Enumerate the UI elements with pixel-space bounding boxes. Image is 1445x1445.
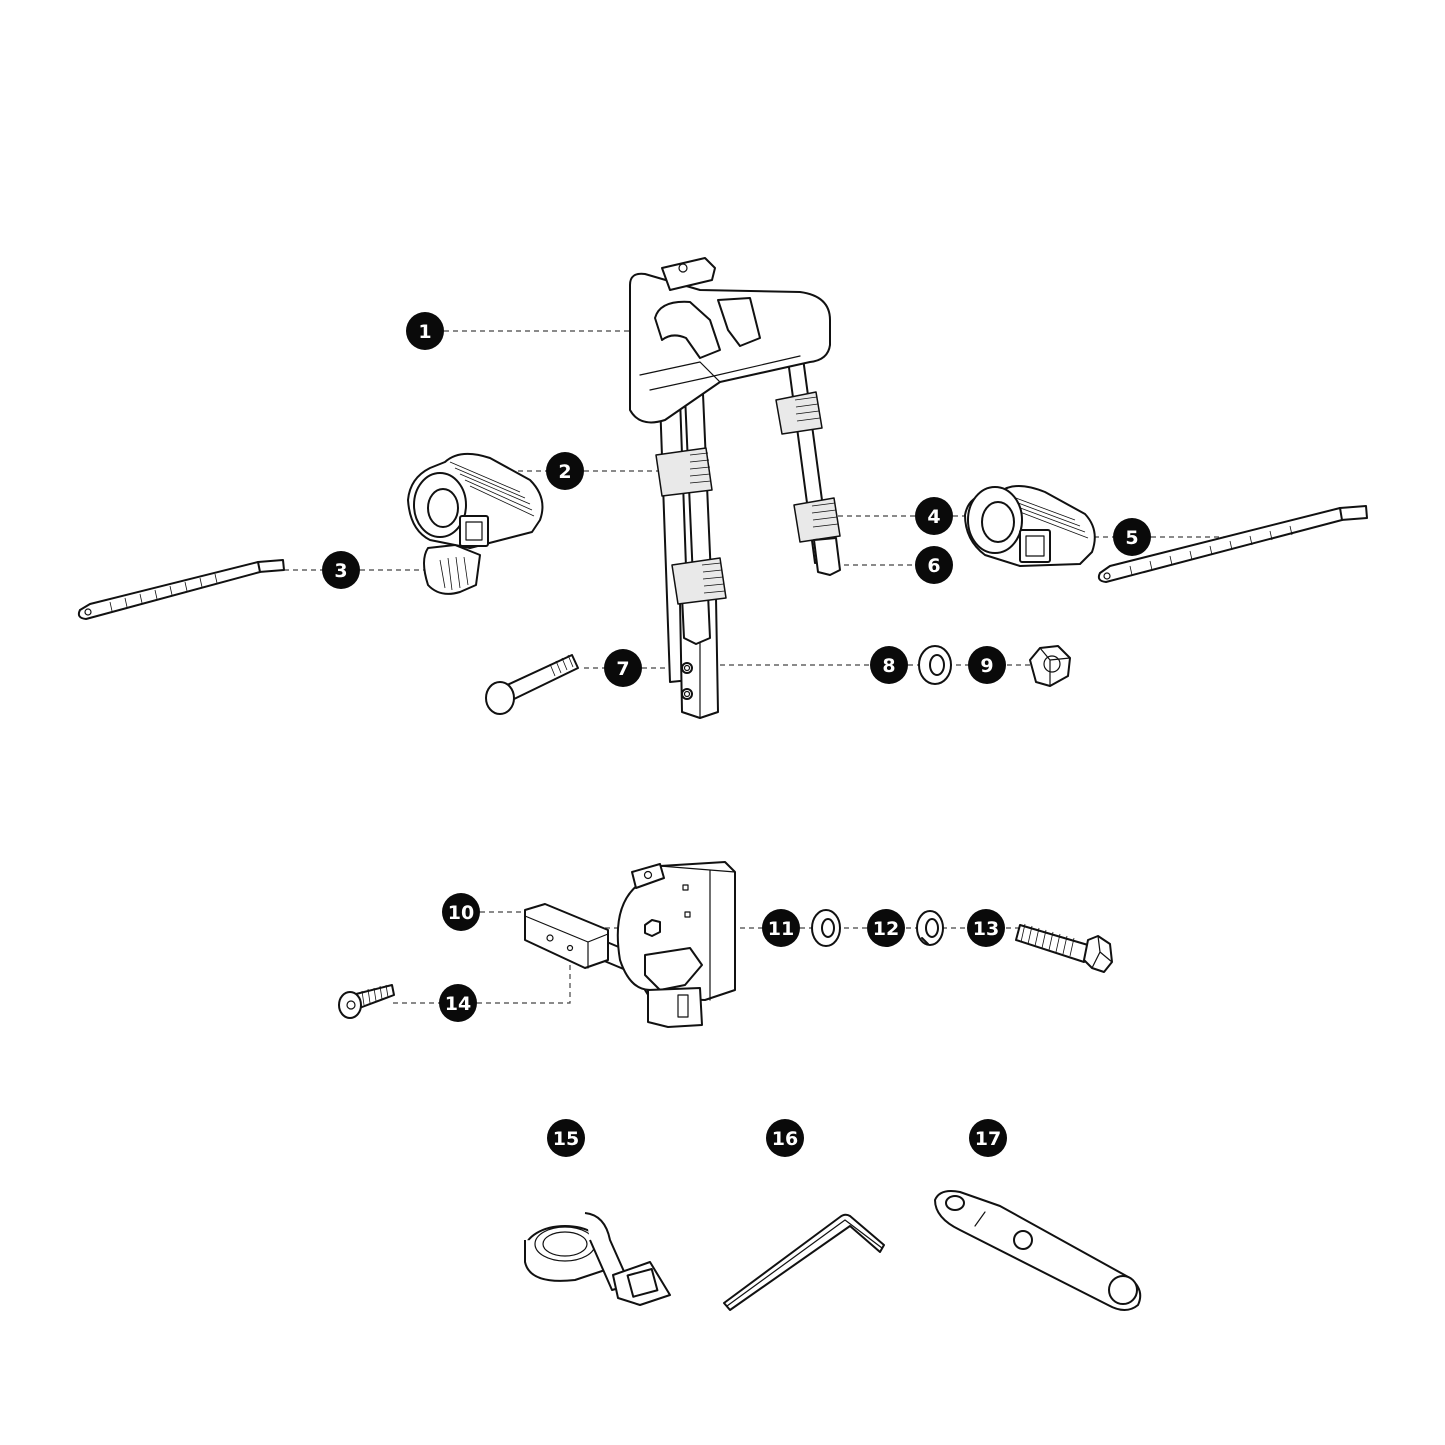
carriage-bolt-illustration [485, 654, 579, 715]
callout-number: 10 [448, 902, 474, 924]
callout-badge-16: 16 [766, 1119, 804, 1157]
callout-number: 7 [616, 658, 629, 680]
leader-lines [284, 330, 1245, 1004]
cam-buckle-strap-illustration [524, 1212, 671, 1306]
callout-number: 13 [973, 918, 999, 940]
right-strap-illustration [1097, 505, 1368, 583]
callout-number: 15 [553, 1128, 579, 1150]
callout-badge-11: 11 [762, 909, 800, 947]
callout-number: 8 [882, 655, 895, 677]
callout-number: 4 [927, 506, 940, 528]
callout-number: 12 [873, 918, 899, 940]
callout-number: 5 [1125, 527, 1138, 549]
callout-number: 2 [558, 461, 571, 483]
callout-badge-5: 5 [1113, 518, 1151, 556]
callout-number: 14 [445, 993, 471, 1015]
callout-badge-10: 10 [442, 893, 480, 931]
callout-badge-1: 1 [406, 312, 444, 350]
callout-number: 3 [334, 560, 347, 582]
right-cradle-clamp-illustration [964, 485, 1096, 567]
callout-number: 6 [927, 555, 940, 577]
callout-badge-7: 7 [604, 649, 642, 687]
callout-badge-2: 2 [546, 452, 584, 490]
callout-badge-13: 13 [967, 909, 1005, 947]
callout-number: 16 [772, 1128, 798, 1150]
callout-badge-9: 9 [968, 646, 1006, 684]
callout-badge-12: 12 [867, 909, 905, 947]
callout-badge-8: 8 [870, 646, 908, 684]
hex-key-illustration [723, 1213, 885, 1311]
callout-badge-15: 15 [547, 1119, 585, 1157]
lock-nut-illustration [1029, 645, 1071, 687]
flat-head-screw-illustration [338, 984, 395, 1019]
hitch-mount-bracket-illustration [524, 861, 736, 1028]
top-cradle-frame-illustration [629, 257, 841, 719]
callout-number: 17 [975, 1128, 1001, 1150]
callout-badge-17: 17 [969, 1119, 1007, 1157]
wrench-illustration [934, 1190, 1142, 1311]
left-strap-illustration [77, 544, 481, 620]
left-cradle-clamp-illustration [407, 452, 544, 549]
callout-badge-3: 3 [322, 551, 360, 589]
flat-washer-illustration [811, 909, 841, 947]
callout-number: 9 [980, 655, 993, 677]
washer-illustration [918, 645, 952, 685]
callout-badge-14: 14 [439, 984, 477, 1022]
callout-number: 11 [768, 918, 794, 940]
hex-bolt-illustration [1015, 923, 1113, 973]
split-lock-washer-illustration [916, 910, 944, 946]
callout-number: 1 [418, 321, 431, 343]
callout-badge-4: 4 [915, 497, 953, 535]
callout-badge-6: 6 [915, 546, 953, 584]
